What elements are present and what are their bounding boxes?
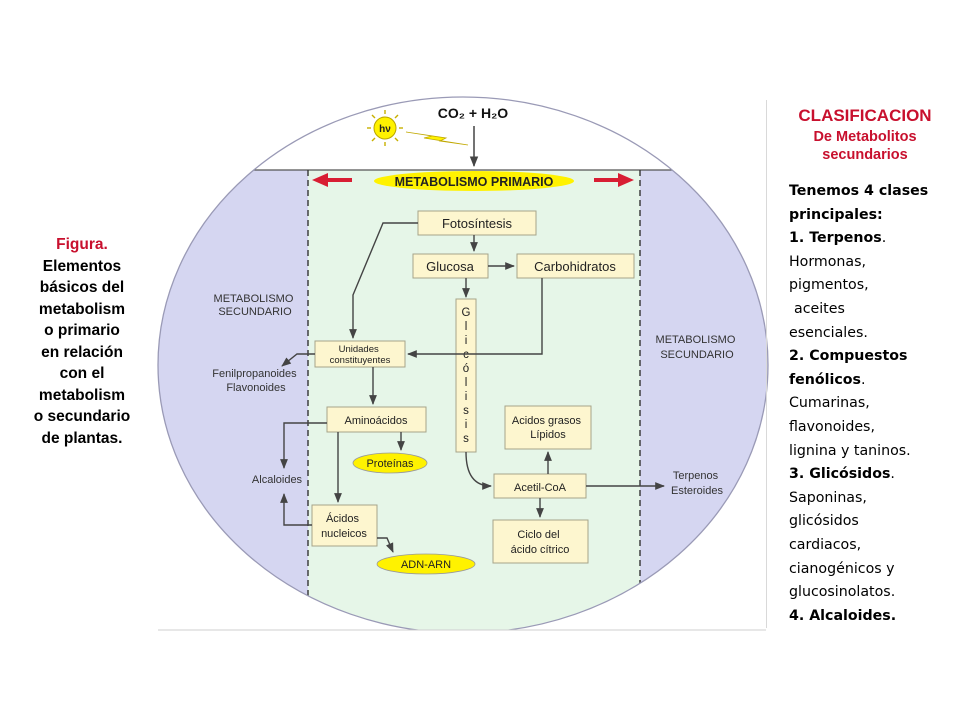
arrow-nucleicos-alcaloides — [280, 493, 312, 526]
arrow-carbo-unidades — [407, 278, 543, 358]
box-acetil-coa — [493, 473, 587, 499]
box-unidades — [314, 340, 406, 368]
caption-line: metabolism — [38, 300, 126, 318]
intro-line: Tenemos 4 clases — [789, 183, 929, 199]
oval-proteinas — [352, 452, 428, 474]
secondary-label-right: METABOLISMO SECUNDARIO — [656, 334, 739, 361]
item-desc: pigmentos, — [789, 277, 869, 294]
class-item-terpenos: 1. Terpenos. — [789, 230, 887, 247]
class-item-fenolicos: fenólicos. — [789, 371, 866, 388]
class-item-glicosidos: 3. Glicósidos. — [789, 466, 895, 483]
svg-text:G: G — [462, 307, 471, 319]
caption-line: con el — [59, 365, 105, 382]
caption-line: Elementos — [42, 257, 122, 275]
svg-text:s: s — [463, 405, 469, 417]
label-ciclo-citrico: Ciclo del ácido cítrico — [511, 529, 570, 556]
svg-text:l: l — [465, 321, 468, 333]
item-desc: Saponinas, — [789, 489, 867, 506]
figure-caption: Figura. Elementos básicos del metabolism… — [20, 234, 144, 449]
label-carbohidratos: Carbohidratos — [534, 259, 616, 274]
red-arrow-right — [594, 173, 634, 187]
label-alcaloides: Alcaloides — [252, 474, 303, 486]
item-desc: Hormonas, — [789, 253, 867, 270]
svg-text:s: s — [463, 433, 469, 445]
item-title: 1. Terpenos — [789, 230, 882, 247]
secondary-label-left: METABOLISMO SECUNDARIO — [214, 293, 297, 318]
secondary-region-left — [158, 170, 308, 630]
column-divider — [766, 100, 767, 628]
item-title: 2. Compuestos — [789, 348, 908, 365]
item-desc: lignina y taninos. — [789, 442, 911, 459]
label-proteinas: Proteínas — [366, 458, 414, 470]
classification-title: CLASIFICACION — [798, 106, 932, 125]
label-acidos-grasos: Acidos grasos Lípidos — [512, 415, 584, 441]
label-acetil-coa: Acetil-CoA — [514, 482, 567, 494]
intro-line: principales: — [789, 206, 883, 223]
red-arrow-left — [312, 173, 352, 187]
caption-label: Figura. — [56, 236, 108, 253]
sun-label: hν — [379, 124, 391, 135]
label-aminoacidos: Aminoácidos — [345, 415, 408, 427]
box-acidos-grasos — [504, 405, 592, 450]
item-desc: esenciales. — [789, 324, 868, 341]
item-title: fenólicos — [789, 371, 861, 388]
arrow-glicolisis-acetil — [465, 451, 492, 490]
caption-line: en relación — [41, 343, 123, 361]
box-aminoacidos — [326, 406, 427, 433]
primary-title-oval — [374, 171, 574, 191]
class-item-alcaloides: 4. Alcaloides. — [789, 607, 897, 624]
oval-adn-arn — [376, 553, 476, 575]
item-desc: glucosinolatos. — [789, 584, 896, 601]
secondary-region-right — [640, 170, 768, 630]
item-desc: cardiacos, — [789, 536, 862, 553]
svg-text:l: l — [465, 377, 468, 389]
box-fotosintesis — [417, 210, 537, 236]
arrow-foto-unidades — [349, 222, 418, 339]
label-terpenos-esteroides: Terpenos Esteroides — [671, 470, 723, 497]
svg-text:c: c — [463, 349, 469, 361]
classification-header: CLASIFICACION De Metabolitos secundarios — [770, 104, 960, 164]
label-unidades: Unidades constituyentes — [330, 344, 391, 366]
box-carbohidratos — [516, 253, 635, 279]
item-desc: cianogénicos y — [789, 560, 895, 577]
box-glucosa — [412, 253, 489, 279]
co2-h2o-formula: CO₂ + H₂O — [438, 105, 509, 121]
svg-text:i: i — [465, 391, 468, 403]
light-bolt-icon — [405, 131, 469, 146]
primary-title: METABOLISMO PRIMARIO — [395, 175, 554, 189]
box-ciclo-citrico — [492, 519, 589, 564]
caption-line: básicos del — [39, 279, 125, 296]
item-desc: aceites — [794, 300, 845, 317]
item-desc: Cumarinas, — [789, 395, 870, 412]
arrow-unidades-fenil — [281, 353, 315, 367]
classification-subtitle-line: De Metabolitos — [813, 129, 917, 145]
arrow-amino-alcaloides — [280, 422, 327, 469]
classification-list: Tenemos 4 clases principales: 1. Terpeno… — [789, 180, 959, 628]
caption-line: de plantas. — [41, 429, 123, 447]
caption-line: metabolism — [38, 386, 126, 404]
arrow-nucleicos-adn — [377, 537, 394, 553]
item-desc: glicósidos — [789, 513, 859, 530]
item-desc: flavonoides, — [789, 418, 875, 435]
caption-line: o secundario — [33, 408, 131, 425]
label-fenilpropanoides: Fenilpropanoides Flavonoides — [212, 368, 299, 394]
svg-text:i: i — [465, 419, 468, 431]
box-acidos-nucleicos — [311, 504, 378, 547]
glicolisis-letters: G l i c ó l i s i s — [462, 307, 471, 445]
item-title: 3. Glicósidos — [789, 466, 891, 483]
label-fotosintesis: Fotosíntesis — [442, 216, 513, 231]
sun-icon — [367, 110, 403, 146]
svg-text:i: i — [465, 335, 468, 347]
svg-text:ó: ó — [463, 363, 469, 375]
label-adn-arn: ADN-ARN — [401, 559, 451, 571]
label-glucosa: Glucosa — [426, 259, 474, 274]
caption-line: o primario — [44, 322, 120, 339]
label-acidos-nucleicos: Ácidos nucleicos — [321, 512, 367, 540]
classification-subtitle-line: secundarios — [822, 147, 908, 163]
